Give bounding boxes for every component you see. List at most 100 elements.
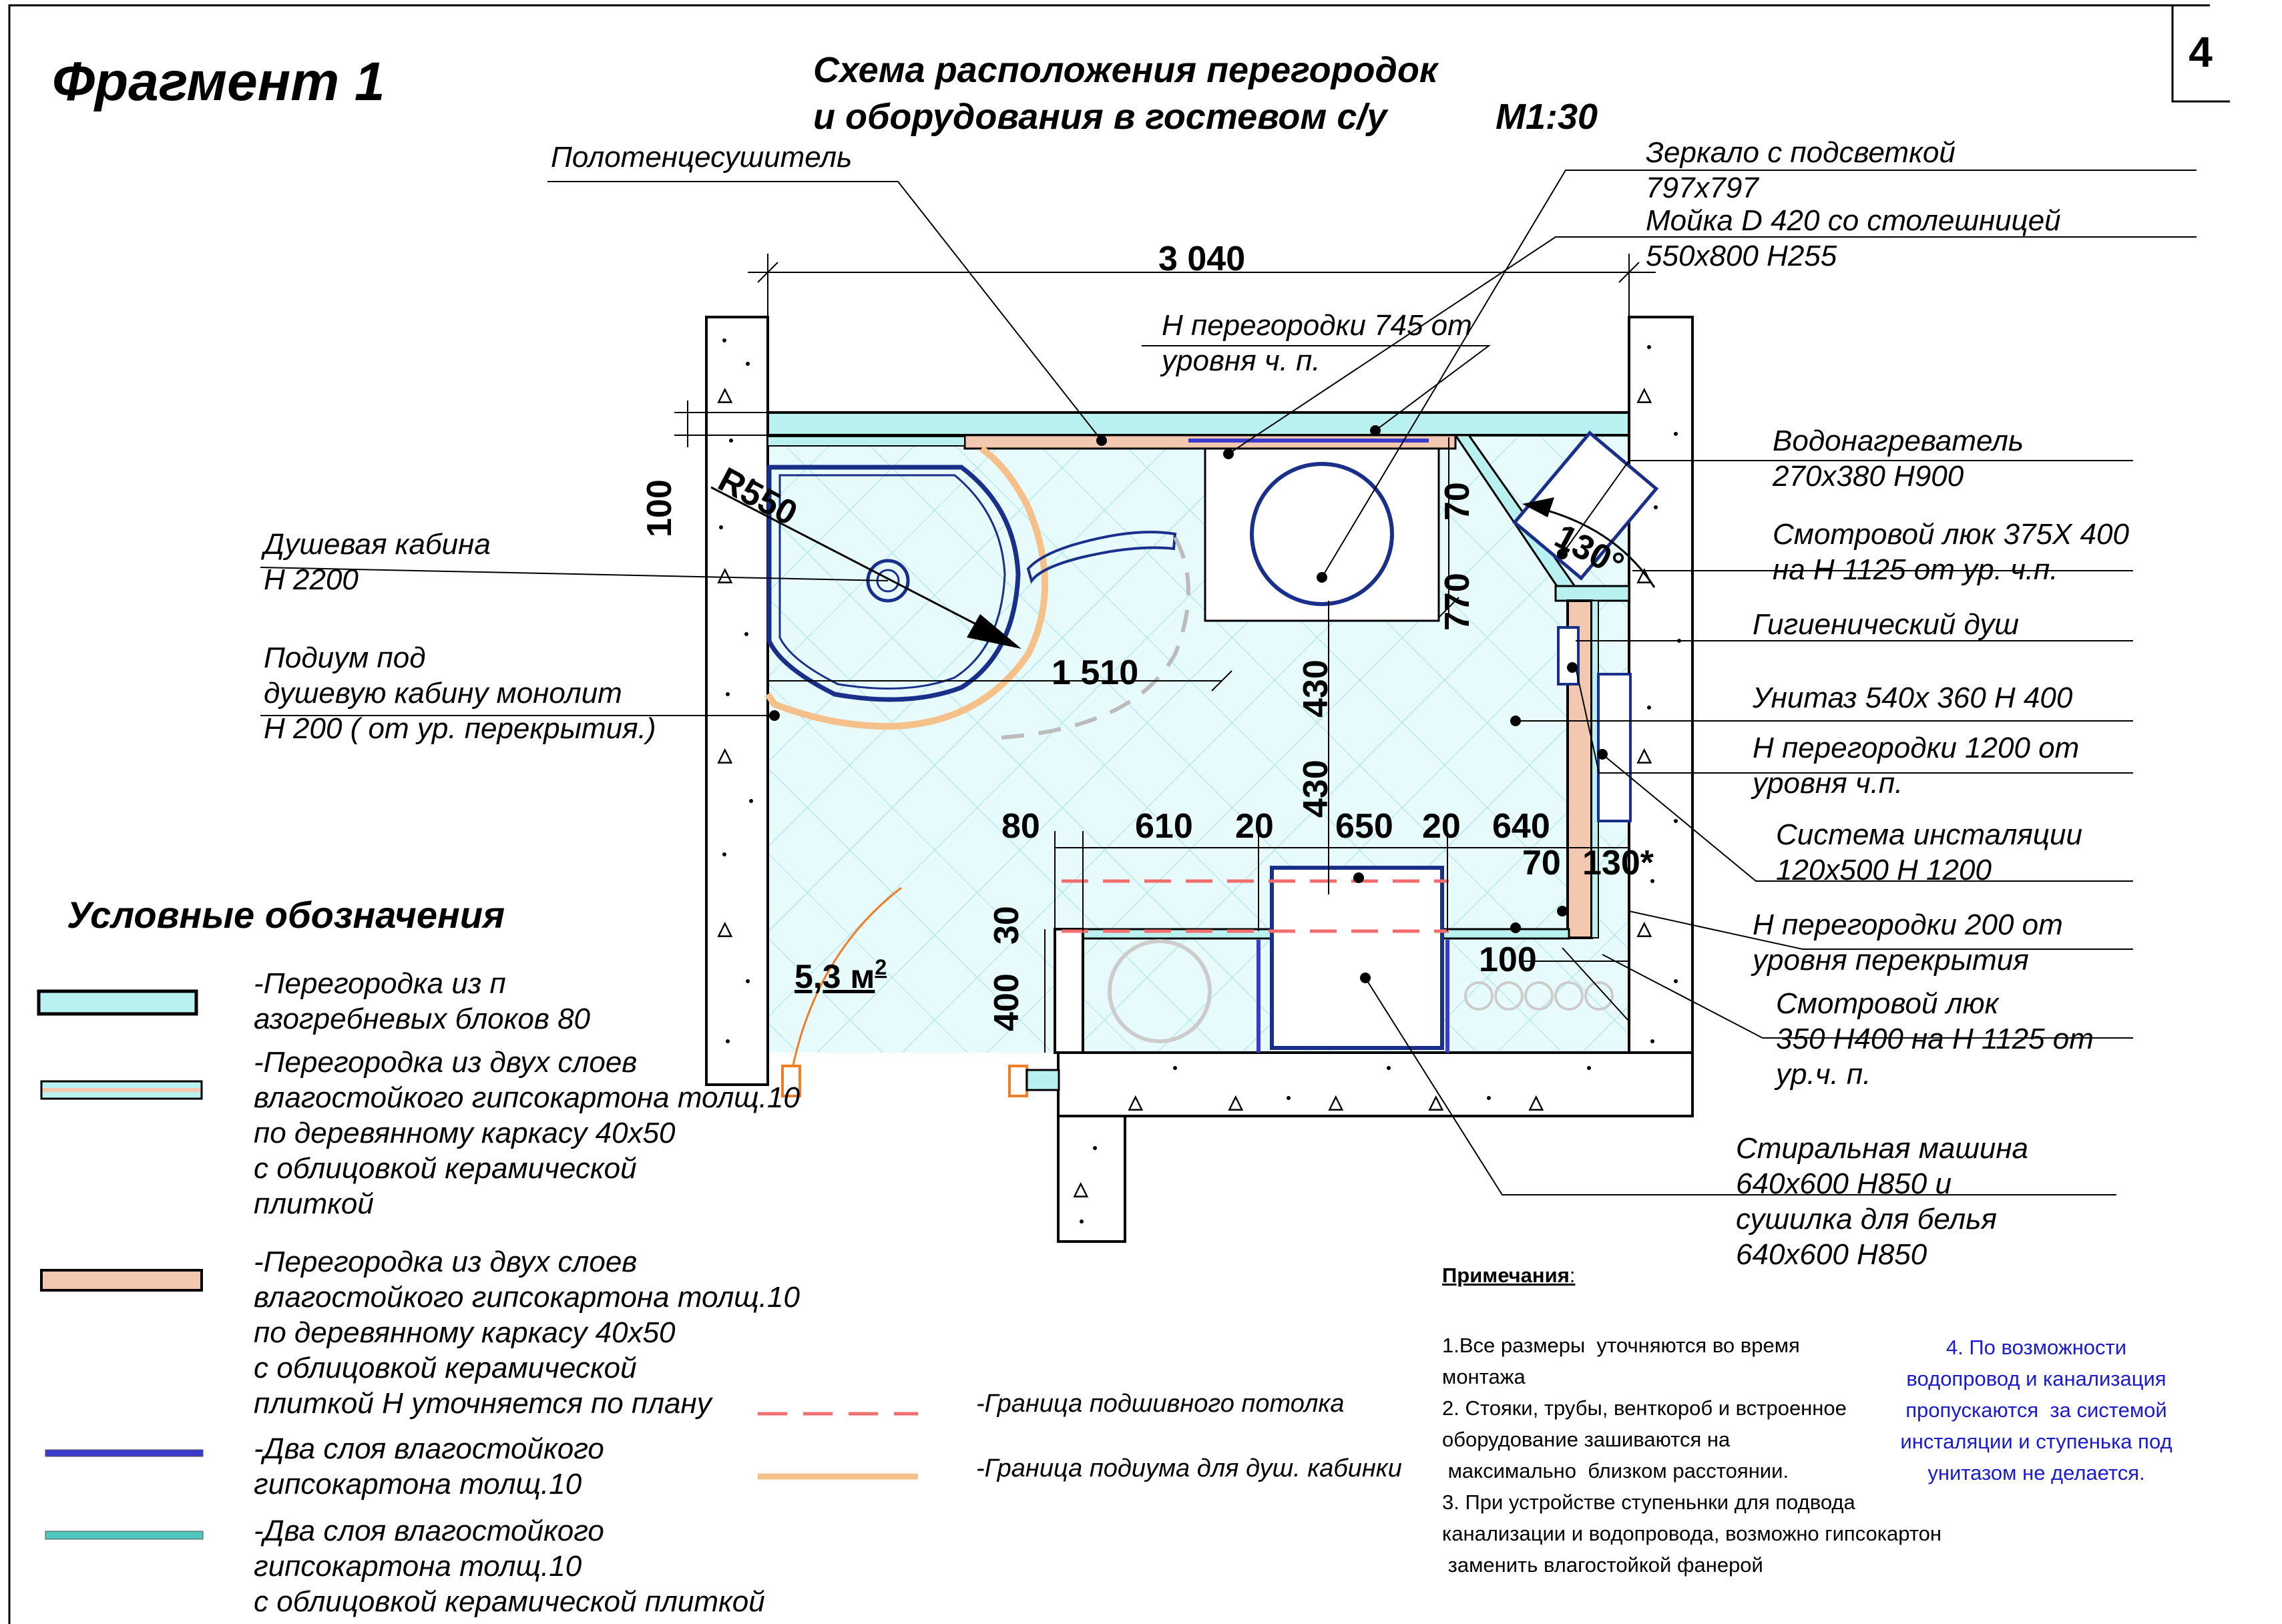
label-washer-4: 640х600 Н850 [1736,1238,1927,1271]
label-partition745-1: Н перегородки 745 от [1162,309,1472,342]
label-hygienic-shower: Гигиенический душ [1753,608,2019,641]
svg-text:△: △ [1636,744,1652,765]
leader-dots [769,425,1608,983]
label-podium-3: Н 200 ( от ур. перекрытия.) [264,712,656,745]
callouts: Полотенцесушитель Зеркало с подсветкой 7… [260,136,2130,1271]
legend-item2-line4: с облицовкой керамической [254,1152,637,1185]
svg-text:△: △ [1636,384,1652,404]
legend-title: Условные обозначения [67,894,505,936]
shower-tray-inner [778,474,1006,690]
label-shower-1: Душевая кабина [260,528,491,561]
legend-ceiling-label: -Граница подшивного потолка [976,1390,1345,1418]
label-partition745-2: уровня ч. п. [1160,344,1321,377]
label-partition1200-1: Н перегородки 1200 от [1753,732,2079,764]
plan-title-line2: и оборудования в гостевом с/у [813,97,1389,137]
label-hatch375-2: на Н 1125 от ур. ч.п. [1773,553,2058,586]
dim-20b: 20 [1422,807,1461,846]
dim-650: 650 [1335,807,1393,846]
dim-130s: 130* [1582,844,1654,882]
note4-line3: пропускаются за системой [1905,1398,2167,1422]
label-heater-1: Водонагреватель [1773,425,2024,457]
pipe-circles [1464,981,1614,1011]
label-install-2: 120х500 Н 1200 [1776,854,1992,886]
legend-item2-line3: по деревянному каркасу 40х50 [254,1117,676,1149]
legend-item3-line3: по деревянному каркасу 40х50 [254,1316,676,1349]
note1-line2: монтажа [1442,1365,1526,1388]
label-partition1200-2: уровня ч.п. [1751,767,1903,800]
toilet-round-niche [1108,939,1212,1043]
label-hatch350-2: 350 Н400 на Н 1125 от [1776,1023,2094,1055]
label-sink-2: 550х800 Н255 [1646,240,1837,272]
heater-niche-partition [1554,585,1630,602]
notes-heading: Примечания: [1442,1264,1576,1287]
legend-item3-line2: влагостойкого гипсокартона толщ.10 [254,1281,800,1314]
fragment-title: Фрагмент 1 [52,51,385,112]
legend-swatch-block [37,989,198,1016]
dim-430b: 430 [1297,760,1335,818]
legend-item3-line5: плиткой Н уточняется по плану [254,1387,714,1420]
label-hatch375-1: Смотровой люк 375Х 400 [1773,518,2130,551]
door-jamb-right [1008,1065,1028,1097]
shower-door-swing [1001,536,1190,740]
top-block-partition [766,411,1630,437]
label-shower-2: Н 2200 [264,563,359,596]
notes-block: 1.Все размеры уточняются во время монтаж… [1442,1330,1942,1581]
note4-line2: водопровод и канализация [1906,1367,2166,1390]
legend-item1-line1: -Перегородка из п [254,967,506,1000]
note2-line1: 2. Стояки, трубы, венткороб и встроенное [1442,1396,1847,1420]
radius-arrow-line [710,486,1009,642]
legend-swatch-gkl-cyan [45,1531,204,1540]
legend-swatch-tile-h [40,1269,203,1292]
bottom-wall [1057,1051,1694,1117]
svg-text:△: △ [1128,1091,1144,1112]
entrance-door [781,886,1060,1097]
legend-item5-line3: с облицовкой керамической плиткой [254,1585,765,1618]
label-podium-2: душевую кабину монолит [264,677,622,710]
svg-text:△: △ [717,384,733,404]
dim-70b: 70 [1522,844,1561,882]
radius-arrowhead [967,614,1021,649]
plan-scale: М1:30 [1496,97,1598,137]
svg-text:△: △ [1073,1178,1089,1199]
legend-item1-line2: азогребневых блоков 80 [254,1003,591,1035]
dim-640: 640 [1492,807,1550,846]
dim-30: 30 [987,906,1026,944]
label-partition200-1: Н перегородки 200 от [1753,908,2063,941]
label-install-1: Система инсталяции [1776,818,2082,851]
area-value: 5,3 м2 [794,955,887,995]
concrete-dots [719,338,1681,1224]
sink-basin [1250,462,1394,606]
podium-outline [764,445,1048,730]
plan-title-line1: Схема расположения перегородок [813,50,1439,90]
toilet-bowl [1597,673,1632,822]
label-hatch350-1: Смотровой люк [1776,987,2000,1020]
note3-line2: канализации и водопровода, возможно гипс… [1442,1522,1942,1545]
note2-line2: оборудование зашиваются на [1442,1428,1731,1451]
legend-item2-line2: влагостойкого гипсокартона толщ.10 [254,1081,800,1114]
left-wall [705,316,769,1086]
note2-line3: максимально близком расстоянии. [1442,1459,1789,1482]
dim-770: 770 [1438,573,1477,631]
legend-item2-line1: -Перегородка из двух слоев [254,1046,637,1079]
note4-line5: унитазом не делается. [1927,1461,2145,1484]
shower-door-arc [1026,531,1177,584]
dim-100b: 100 [1479,940,1537,979]
label-toilet: Унитаз 540х 360 Н 400 [1752,682,2073,714]
dim-80: 80 [1001,807,1040,846]
label-towel-dryer: Полотенцесушитель [551,141,852,174]
legend-swatch-gkl-blue [45,1449,204,1457]
svg-text:△: △ [717,918,733,938]
dim-total-width: 3 040 [1158,240,1245,278]
svg-text:△: △ [1428,1091,1444,1112]
svg-text:△: △ [1328,1091,1344,1112]
floor-tiling [768,435,1629,1053]
label-mirror-1: Зеркало с подсветкой [1646,136,1956,169]
washing-machine [1270,866,1444,1050]
right-wall [1628,316,1694,1086]
svg-text:△: △ [717,564,733,585]
concrete-walls [705,316,1694,1243]
door-swing-arc [790,886,902,1075]
dim-70a: 70 [1438,482,1477,521]
svg-text:△: △ [1228,1091,1244,1112]
label-mirror-2: 797х797 [1646,172,1759,204]
